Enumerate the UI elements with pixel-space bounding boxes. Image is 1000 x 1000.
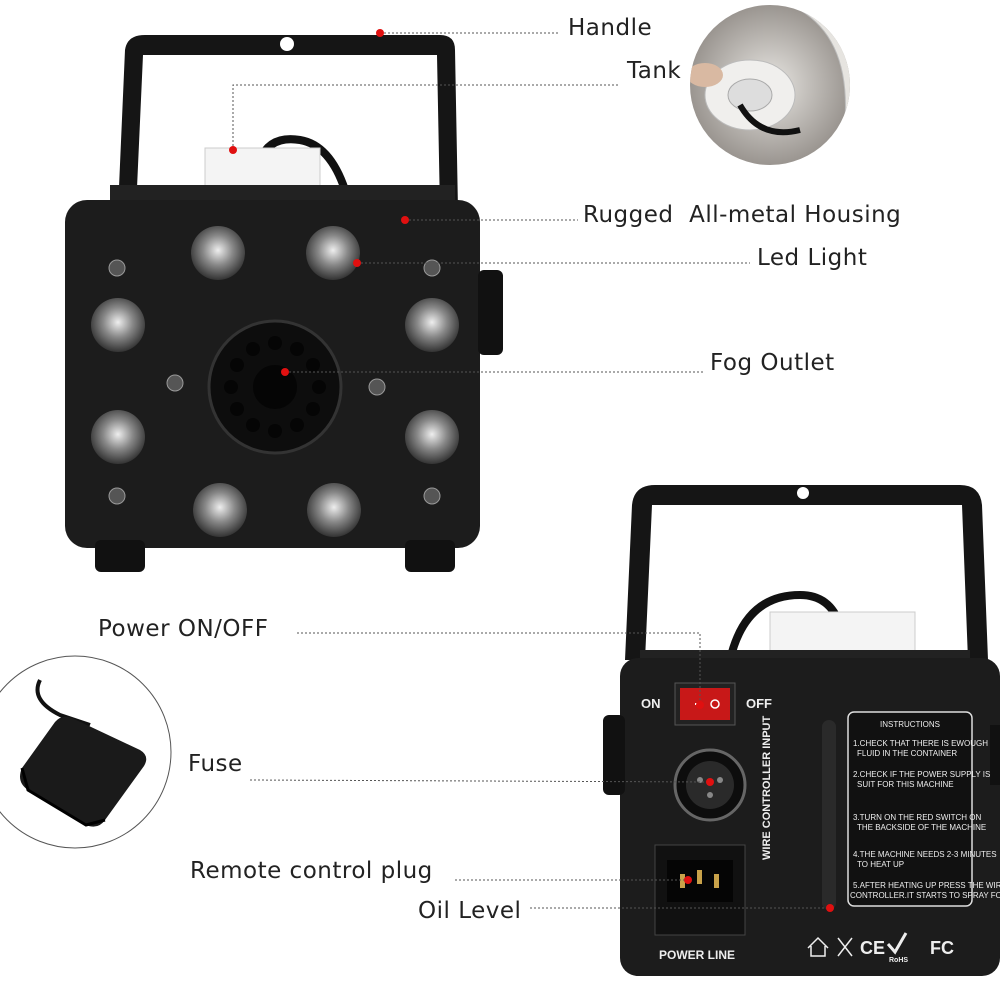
tank-closeup-inset (690, 5, 850, 165)
oil-level-window (822, 720, 836, 910)
instruction-3a: 3.TURN ON THE RED SWITCH ON (853, 813, 982, 822)
instruction-1b: FLUID IN THE CONTAINER (857, 749, 957, 758)
ce-mark: CE (860, 938, 885, 958)
rear-handle (625, 485, 988, 660)
rear-machine: ON OFF WIRE CONTROLLER INPUT POWER LINE … (603, 485, 1000, 976)
label-led-light: Led Light (757, 245, 867, 271)
check-icon (886, 932, 908, 955)
power-socket[interactable] (654, 844, 746, 936)
fog-outlet (207, 319, 343, 455)
label-fog-outlet: Fog Outlet (710, 350, 835, 376)
instruction-3b: THE BACKSIDE OF THE MACHINE (857, 823, 986, 832)
label-power: Power ON/OFF (98, 616, 268, 642)
rohs-mark: RoHS (889, 957, 908, 964)
label-remote-plug: Remote control plug (190, 858, 433, 884)
instruction-4b: TO HEAT UP (857, 860, 904, 869)
fcc-mark: FC (930, 938, 954, 958)
weee-bin-icon (837, 937, 853, 957)
certification-marks: CE RoHS FC (807, 932, 954, 964)
handle (118, 35, 458, 210)
remote-closeup-inset (0, 655, 172, 849)
instructions-title: INSTRUCTIONS (880, 720, 940, 729)
off-label: OFF (746, 696, 772, 711)
label-housing: Rugged All-metal Housing (583, 202, 901, 228)
instruction-4a: 4.THE MACHINE NEEDS 2-3 MINUTES (853, 850, 997, 859)
label-tank: Tank (626, 58, 681, 84)
wire-controller-input-label: WIRE CONTROLLER INPUT (761, 716, 773, 860)
instructions-panel: INSTRUCTIONS 1.CHECK THAT THERE IS EWOUG… (847, 711, 1000, 907)
power-switch[interactable] (674, 682, 736, 726)
instruction-1a: 1.CHECK THAT THERE IS EWOUGH (853, 739, 988, 748)
led-lights (91, 226, 459, 537)
front-machine (65, 35, 503, 572)
label-handle: Handle (568, 15, 652, 41)
label-fuse: Fuse (188, 751, 243, 777)
power-line-label: POWER LINE (659, 948, 735, 962)
annotation-leaders (229, 29, 834, 912)
instruction-2b: SUIT FOR THIS MACHINE (857, 780, 954, 789)
instruction-5b: CONTROLLER.IT STARTS TO SPRAY FOG (850, 891, 1000, 900)
instruction-5a: 5.AFTER HEATING UP PRESS THE WIRE (853, 881, 1000, 890)
instruction-2a: 2.CHECK IF THE POWER SUPPLY IS (853, 770, 990, 779)
on-label: ON (641, 696, 661, 711)
home-icon (807, 936, 829, 957)
label-oil-level: Oil Level (418, 898, 521, 924)
